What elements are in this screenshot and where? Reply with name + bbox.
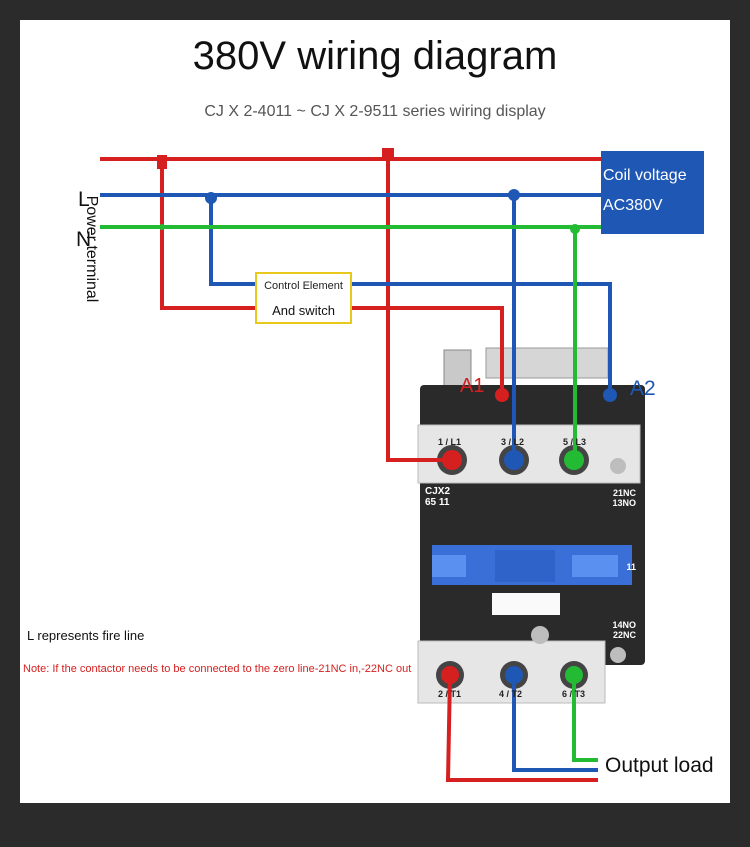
wires xyxy=(100,153,612,782)
terminal-l2-label: 3 / L2 xyxy=(501,437,525,447)
coil-voltage-value: AC380V xyxy=(603,197,663,214)
wire-red-to-a1 xyxy=(349,306,504,395)
aux-14no-label: 14NO xyxy=(612,620,636,630)
page-subtitle: CJ X 2-4011 ~ CJ X 2-9511 series wiring … xyxy=(204,103,546,120)
wire-red-output xyxy=(445,674,598,782)
control-switch-label: And switch xyxy=(272,303,335,318)
aux-21nc-label: 21NC xyxy=(612,488,636,498)
terminal-t3-label: 6 / T3 xyxy=(562,689,586,699)
terminal-l3-label: 5 / L3 xyxy=(563,437,587,447)
contactor-model-rating: 65 11 xyxy=(425,497,450,508)
terminal-a1-label: A1 xyxy=(460,375,485,397)
fire-line-note: L represents fire line xyxy=(27,628,145,643)
wire-blue-to-a2 xyxy=(349,282,612,395)
wire-blue-to-control xyxy=(209,195,255,286)
aux-22nc-label: 22NC xyxy=(612,630,636,640)
wire-blue-output xyxy=(512,675,598,772)
page-title: 380V wiring diagram xyxy=(192,34,558,78)
junction-dots xyxy=(157,148,580,234)
terminal-l1-label: 1 / L1 xyxy=(438,437,462,447)
contactor-model: CJX2 65 11 xyxy=(425,486,450,508)
aux-13no-label: 13NO xyxy=(612,498,636,508)
coil-voltage-box: Coil voltage AC380V xyxy=(601,151,704,234)
contactor-model-name: CJX2 xyxy=(425,486,451,497)
output-load-label: Output load xyxy=(605,754,714,777)
terminal-t2-label: 4 / T2 xyxy=(499,689,523,699)
coil-voltage-label: Coil voltage xyxy=(603,167,687,184)
aux-11-label: 11 xyxy=(626,562,636,572)
line-n-label: N xyxy=(76,228,92,251)
terminal-t1-label: 2 / T1 xyxy=(438,689,462,699)
zero-line-note: Note: If the contactor needs to be conne… xyxy=(23,663,412,675)
wire-red-to-control xyxy=(160,159,255,310)
terminal-a2-label: A2 xyxy=(630,377,656,400)
control-element-box: Control Element And switch xyxy=(255,272,352,324)
aux-top-labels: 21NC 13NO xyxy=(604,488,636,508)
line-l-label: L xyxy=(78,188,90,211)
control-element-label: Control Element xyxy=(264,280,343,292)
aux-bottom-labels: 14NO 22NC xyxy=(604,620,636,640)
wire-red-to-l1 xyxy=(386,153,452,462)
contactor-body xyxy=(417,347,645,704)
wire-green-output xyxy=(572,675,598,762)
